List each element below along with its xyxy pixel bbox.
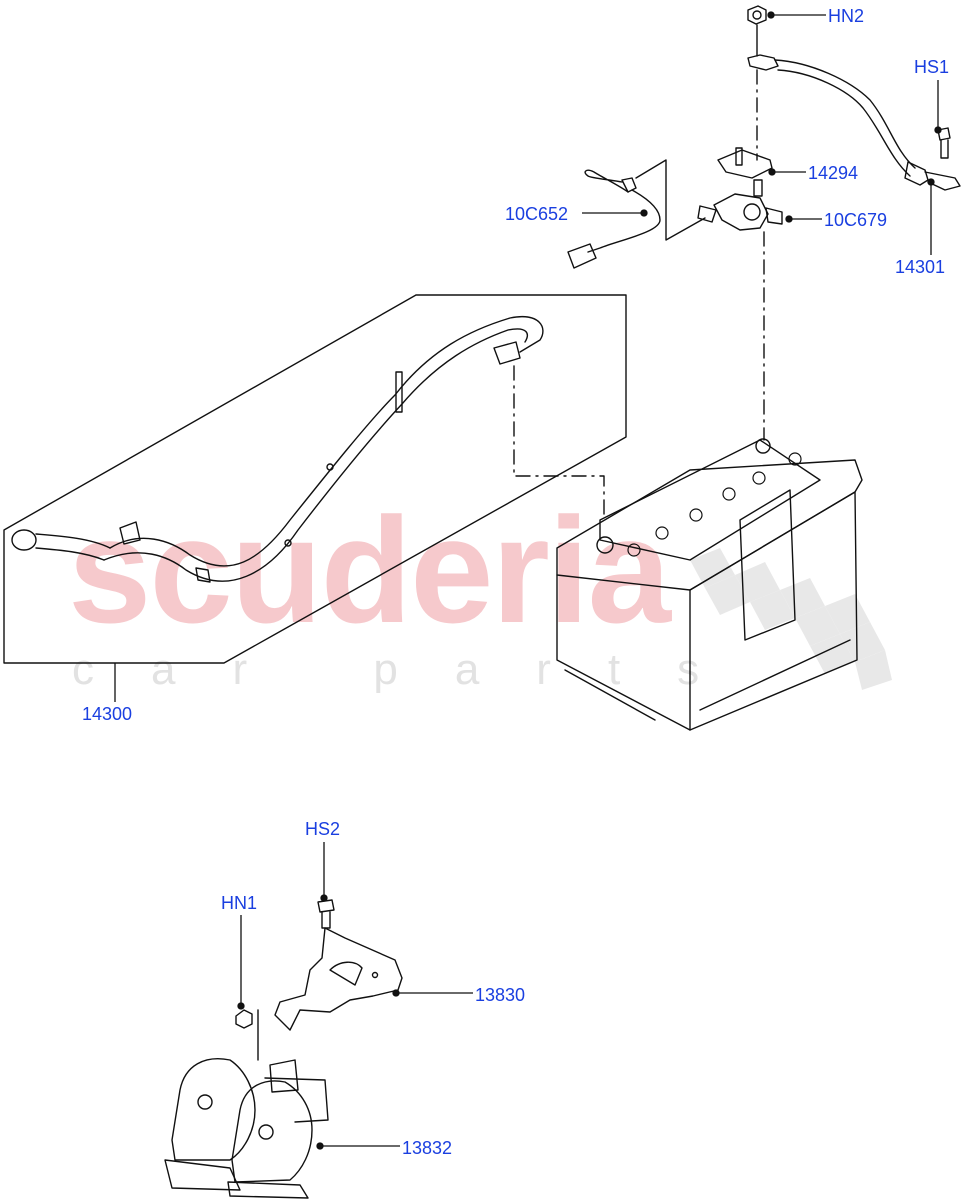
- callout-hn1[interactable]: HN1: [221, 893, 258, 913]
- callout-10c679[interactable]: 10C679: [824, 210, 888, 230]
- checkered-flag-watermark: [690, 548, 892, 690]
- callout-13830[interactable]: 13830: [475, 985, 526, 1005]
- callout-hs2[interactable]: HS2: [305, 819, 341, 839]
- battery-drawing: [556, 438, 863, 731]
- hn2-nut-drawing: [747, 5, 767, 25]
- hn1-nut-drawing: [235, 1009, 259, 1061]
- hs2-bolt-drawing: [317, 899, 335, 929]
- callout-14301[interactable]: 14301: [895, 257, 946, 277]
- watermark-subtitle: car parts: [72, 645, 757, 694]
- ground-cable-14301-drawing: [747, 54, 961, 191]
- battery-sensor-10c679-drawing: [697, 179, 783, 231]
- harness-enclosure: [3, 294, 627, 664]
- callout-10c652[interactable]: 10C652: [505, 204, 569, 224]
- callout-14294[interactable]: 14294: [808, 163, 859, 183]
- callout-hs1[interactable]: HS1: [914, 57, 950, 77]
- callout-hn2[interactable]: HN2: [828, 6, 865, 26]
- hs1-bolt-drawing: [937, 127, 951, 159]
- callout-13832[interactable]: 13832: [402, 1138, 453, 1158]
- callout-14300[interactable]: 14300: [82, 704, 133, 724]
- terminal-bracket-14294-drawing: [717, 147, 773, 179]
- battery-harness-14300-drawing: [11, 316, 544, 583]
- horn-13832-drawing: [164, 1058, 329, 1199]
- sensor-lead-10c652-drawing: [567, 169, 661, 269]
- watermark-logo: scuderia: [68, 486, 671, 654]
- horn-bracket-13830-drawing: [274, 927, 403, 1031]
